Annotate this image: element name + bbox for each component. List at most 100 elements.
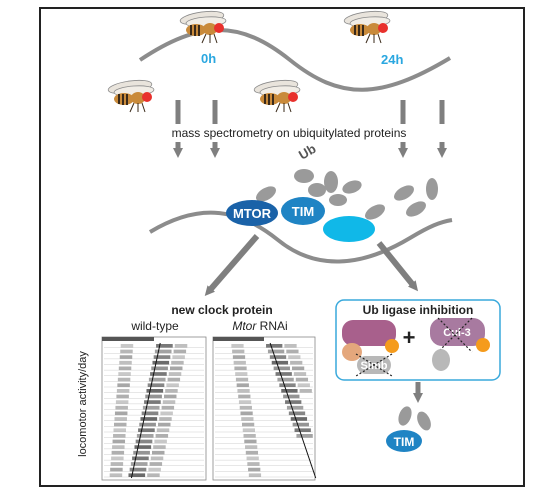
actogram-rnai-activity-block [235,377,249,382]
actogram-wt-activity-block [151,366,168,371]
actogram-wt-activity-block [156,428,170,432]
actogram-wt-activity-block [165,389,178,393]
mtor-label: MTOR [233,206,272,221]
actogram-wt-activity-block [134,445,152,449]
actogram-wt-activity-block [119,360,132,365]
actogram-rnai-activity-block [238,400,252,404]
actogram-rnai-activity-block [237,389,250,393]
actogram-wt-activity-block [110,462,124,466]
actogram-rnai-activity-block [266,344,283,348]
actogram-wt-activity-block [111,450,125,455]
actogram-wt-activity-block [152,360,170,365]
actogram-rnai-activity-block [235,372,248,376]
actogram-wt-activity-block [114,411,128,416]
actogram-wt-activity-block [167,377,181,382]
actogram-wt-activity-block [111,456,124,461]
actogram-rnai-activity-block [285,400,302,404]
actogram-wt-activity-block [118,366,132,371]
actogram-rnai-activity-block [240,411,253,416]
slmb-ligase-scaffold [342,320,396,346]
actogram-wt-activity-block [117,383,130,387]
actogram-rnai-activity-block [293,372,307,376]
actogram-wt-activity-block [144,400,161,404]
actogram-wt-activity-block [156,344,173,348]
actogram-rnai-activity-block [292,422,309,427]
actogram-wt-activity-block [114,422,127,427]
cul3-cross-icon [437,317,473,353]
actogram-wt-activity-block [130,462,148,466]
actogram-rnai-activity-block [267,349,285,354]
unknown-protein-blob [323,216,375,242]
bottom-oscillation-wave [148,210,453,264]
actogram-rnai-activity-block [241,417,254,421]
actogram-rnai-dark-bar [213,337,264,341]
cul3-adaptor [432,349,450,371]
actogram-wt-activity-block [161,405,175,410]
actogram-wild-type [101,336,207,481]
arrow-to-clock-protein [204,234,260,297]
actogram-rnai-activity-block [296,434,313,438]
actogram-wt-activity-block [114,417,127,421]
actogram-wt-activity-block [154,349,172,354]
actogram-wt-activity-block [145,394,162,399]
actogram-rnai-activity-block [242,422,255,427]
actogram-wt-activity-block [155,434,169,438]
fly-icon [252,77,301,113]
actogram-rnai-activity-block [283,394,300,399]
actogram-rnai-activity-block [232,355,246,359]
actogram-rnai-activity-block [248,467,261,472]
actogram-wt-activity-block [116,389,130,393]
timepoint-0h: 0h [201,51,216,66]
actogram-wt-activity-block [113,428,126,432]
actogram-rnai-activity-block [290,417,308,421]
actogram-wt-activity-block [113,434,126,438]
top-oscillation-wave [138,28,452,92]
actogram-wt-activity-block [132,456,149,461]
actogram-rnai-activity-block [243,434,256,438]
ubiquitin-chain [256,169,438,220]
actogram-wt-activity-block [112,445,125,449]
actogram-rnai-activity-block [245,445,258,449]
actogram-wt-activity-block [112,439,126,444]
timepoint-24h: 24h [381,52,403,67]
actogram-wt-activity-block [119,355,133,359]
mtor-protein [226,200,278,226]
actogram-wt-activity-block [118,372,131,376]
actogram-wt-activity-block [133,450,150,455]
actogram-rnai-activity-block [236,383,249,387]
fly-icon [342,8,391,44]
tim-protein-bottom [386,430,422,452]
actogram-wt-activity-block [146,389,164,393]
actogram-rnai-activity-block [288,411,306,416]
ubiquitin-chain-small [398,406,431,431]
actogram-wt-activity-block [168,372,182,376]
actogram-wt-activity-block [172,355,185,359]
actogram-rnai-activity-block [286,349,299,354]
actogram-wt-activity-block [139,422,156,427]
ligase-adaptor [342,343,362,361]
actogram-wt-activity-block [158,422,171,427]
actogram-rnai-activity-block [269,355,287,359]
actogram-wt-activity-block [135,439,153,444]
method-label: mass spectrometry on ubiquitylated prote… [172,126,407,140]
cul3-rbx [476,338,490,352]
actogram-mtor-rnai [212,336,317,481]
y-axis-label: locomotor activity/day [77,351,89,457]
actogram-rnai-activity-block [245,450,259,455]
actogram-wt-activity-block [171,360,184,365]
actogram-wt-activity-block [174,344,188,348]
new-clock-protein-title: new clock protein [171,303,272,317]
actogram-rnai-activity-block [275,372,292,376]
actogram-wt-activity-block [115,405,128,410]
actogram-wt-activity-block [109,473,123,477]
actogram-wt-activity-block [173,349,187,354]
actogram-rnai-activity-block [297,383,310,387]
actogram-rnai-activity-block [242,428,255,432]
actogram-rnai-activity-block [292,366,305,371]
actogram-rnai-activity-block [279,383,296,387]
slmb-cross-icon [355,353,393,377]
actogram-wt-activity-block [110,467,123,472]
actogram-wt-activity-block [138,428,155,432]
actogram-wt-activity-block [120,349,133,354]
